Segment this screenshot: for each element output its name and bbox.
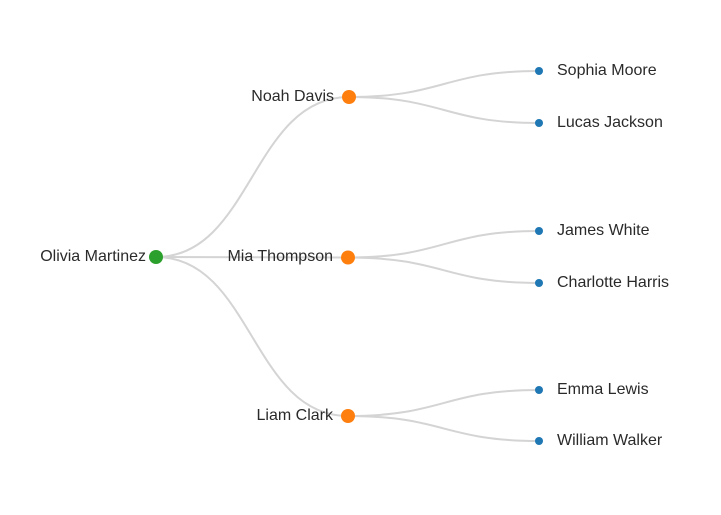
edge-root-to-liam [155, 256, 349, 417]
tree-node-dot-james[interactable] [535, 227, 543, 235]
tree-node-label-lucas[interactable]: Lucas Jackson [557, 114, 663, 131]
tree-node-label-liam[interactable]: Liam Clark [256, 407, 333, 424]
tree-node-dot-liam[interactable] [341, 409, 355, 423]
tree-node-label-mia[interactable]: Mia Thompson [227, 248, 333, 265]
tree-node-dot-noah[interactable] [342, 90, 356, 104]
edge-liam-to-emma [347, 389, 540, 417]
tree-node-dot-mia[interactable] [341, 250, 355, 265]
edge-mia-to-charlotte [347, 256, 540, 284]
tree-node-label-noah[interactable]: Noah Davis [251, 88, 334, 105]
tree-node-label-root[interactable]: Olivia Martinez [40, 248, 146, 265]
tree-node-label-james[interactable]: James White [557, 222, 650, 239]
edge-root-to-noah [155, 96, 350, 258]
tree-node-dot-root[interactable] [149, 250, 163, 264]
tree-node-label-sophia[interactable]: Sophia Moore [557, 62, 657, 79]
tree-node-dot-charlotte[interactable] [535, 279, 543, 287]
tree-node-dot-william[interactable] [535, 437, 543, 445]
edge-mia-to-james [347, 230, 540, 259]
edge-noah-to-sophia [348, 70, 540, 98]
edge-root-to-mia [155, 256, 349, 259]
edge-noah-to-lucas [348, 96, 540, 124]
tree-node-label-william[interactable]: William Walker [557, 432, 663, 449]
tree-node-dot-sophia[interactable] [535, 67, 543, 75]
tree-node-label-emma[interactable]: Emma Lewis [557, 381, 649, 398]
edge-liam-to-william [347, 415, 540, 442]
tree-node-dot-emma[interactable] [535, 386, 543, 394]
tree-node-dot-lucas[interactable] [535, 119, 543, 127]
tree-node-label-charlotte[interactable]: Charlotte Harris [557, 274, 670, 291]
